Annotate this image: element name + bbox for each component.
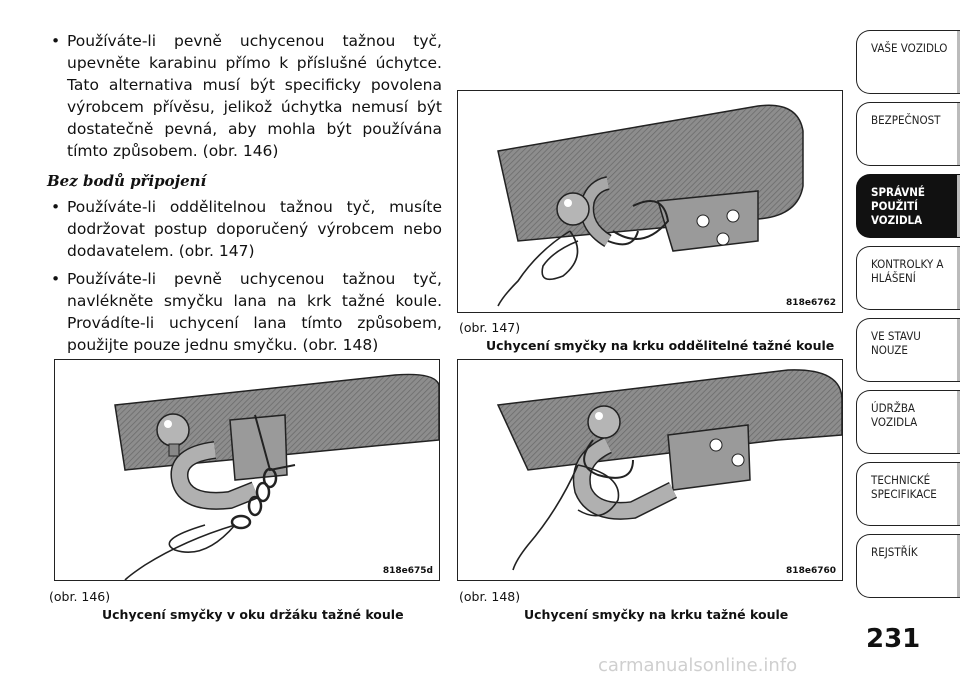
figure-146-caption: Uchycení smyčky v oku držáku tažné koule — [102, 607, 404, 622]
page-number: 231 — [866, 624, 921, 654]
figure-148: 818e6760 — [457, 359, 843, 581]
watermark: carmanualsonline.info — [598, 655, 798, 676]
tab-ve-stavu-nouze[interactable]: VE STAVU NOUZE — [856, 318, 960, 382]
tab-rejstrik[interactable]: REJSTŘÍK — [856, 534, 960, 598]
bullet-fixed-bar-carabiner: Používáte-li pevně uchycenou tažnou tyč,… — [47, 30, 442, 162]
illustration-loop-in-bracket-eye — [114, 373, 439, 580]
main-text-column: Používáte-li pevně uchycenou tažnou tyč,… — [47, 30, 442, 362]
tab-label: VAŠE VOZIDLO — [871, 41, 948, 55]
tab-label: REJSTŘÍK — [871, 545, 918, 559]
tab-label: ÚDRŽBA VOZIDLA — [871, 401, 918, 429]
tab-label: SPRÁVNÉ POUŽITÍ VOZIDLA — [871, 185, 925, 227]
illustration-loop-on-ball-neck — [496, 369, 842, 571]
tab-bezpecnost[interactable]: BEZPEČNOST — [856, 102, 960, 166]
tab-technicke-specifikace[interactable]: TECHNICKÉ SPECIFIKACE — [856, 462, 960, 526]
figure-146-ref: (obr. 146) — [49, 589, 111, 604]
tab-label: BEZPEČNOST — [871, 113, 941, 127]
tab-label: TECHNICKÉ SPECIFIKACE — [871, 473, 937, 501]
figure-code: 818e6762 — [786, 298, 836, 308]
figure-code: 818e6760 — [786, 566, 836, 576]
figure-148-caption: Uchycení smyčky na krku tažné koule — [524, 607, 789, 622]
bullet-loop-on-ball-neck: Používáte-li pevně uchycenou tažnou tyč,… — [47, 268, 442, 356]
tab-udrzba-vozidla[interactable]: ÚDRŽBA VOZIDLA — [856, 390, 960, 454]
figure-148-ref: (obr. 148) — [459, 589, 521, 604]
figure-146: 818e675d — [54, 359, 440, 581]
tab-vase-vozidlo[interactable]: VAŠE VOZIDLO — [856, 30, 960, 94]
figure-147: 818e6762 — [457, 90, 843, 313]
tab-kontrolky-a-hlaseni[interactable]: KONTROLKY A HLÁŠENÍ — [856, 246, 960, 310]
figure-147-caption: Uchycení smyčky na krku oddělitelné tažn… — [486, 338, 835, 353]
illustration-detachable-towbar — [497, 104, 804, 307]
tab-label: VE STAVU NOUZE — [871, 329, 921, 357]
tab-spravne-pouziti-vozidla[interactable]: SPRÁVNÉ POUŽITÍ VOZIDLA — [856, 174, 960, 238]
figure-code: 818e675d — [382, 566, 433, 576]
tab-label: KONTROLKY A HLÁŠENÍ — [871, 257, 944, 285]
figure-147-ref: (obr. 147) — [459, 320, 521, 335]
bullet-detachable-bar: Používáte-li oddělitelnou tažnou tyč, mu… — [47, 196, 442, 262]
subheading-no-attachment: Bez bodů připojení — [47, 172, 207, 190]
